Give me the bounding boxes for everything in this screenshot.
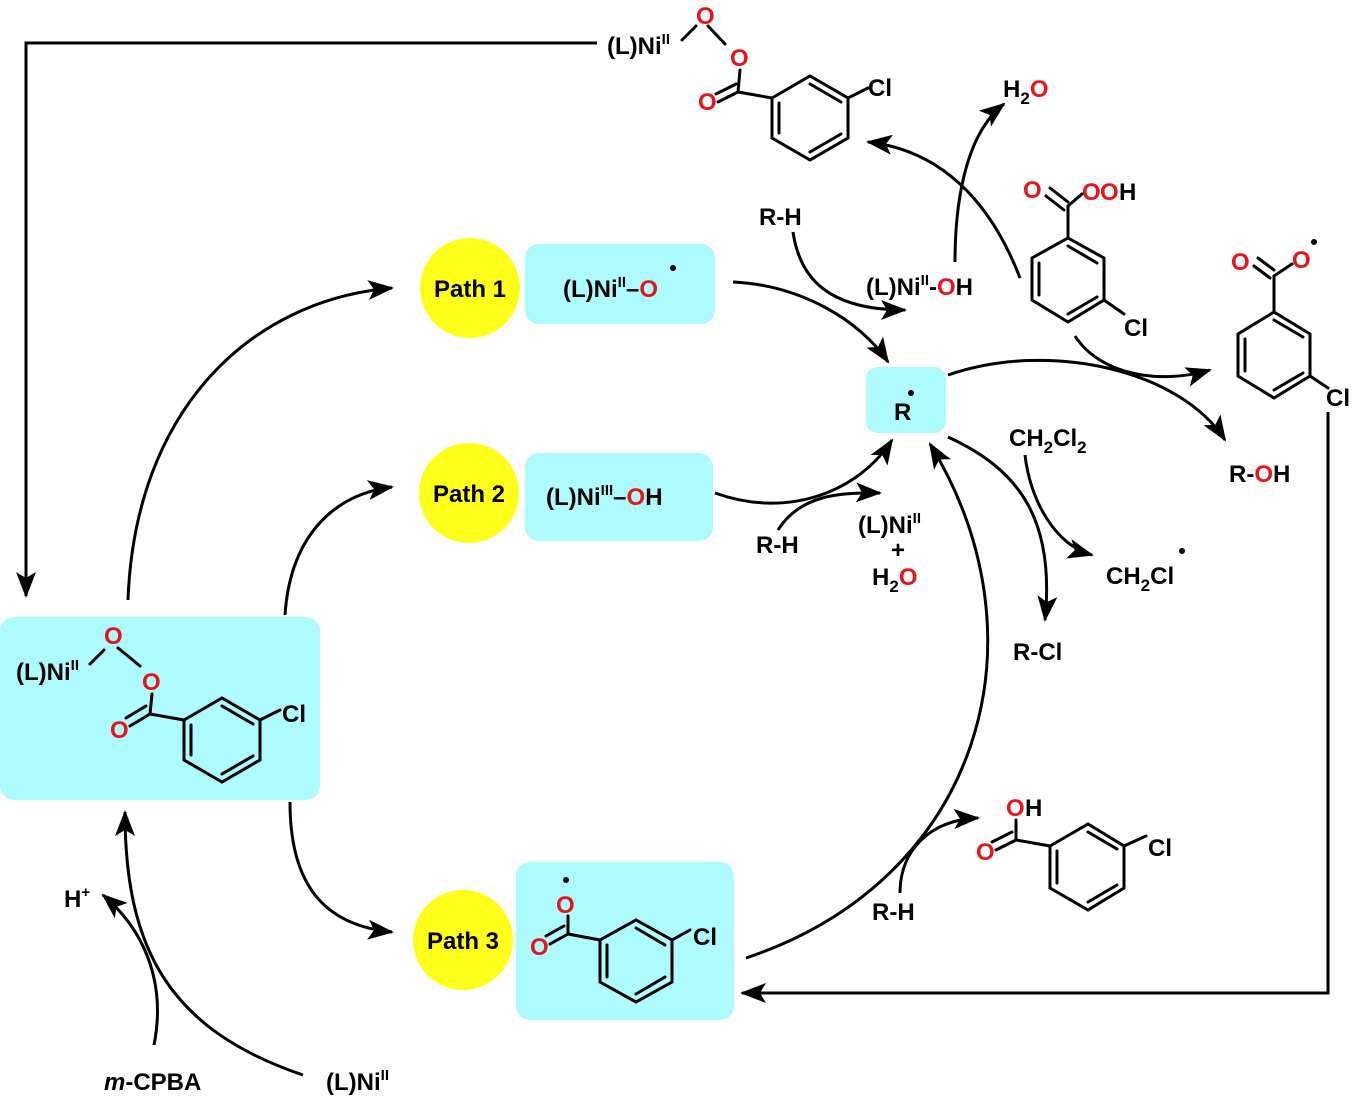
ni-II-product-label: (L)NiII: [858, 510, 921, 539]
proton-label: H+: [64, 884, 90, 913]
box-peroxo-complex: [0, 617, 320, 800]
oxyl-radical-dot: [670, 265, 676, 271]
top-O3-atom: O: [698, 89, 717, 116]
R-radical-dot: [908, 390, 914, 396]
right-oxyl-dot: [1311, 239, 1317, 245]
box-radical-R: [866, 367, 946, 433]
arrow-RH-to-NiOH: [791, 231, 907, 320]
arrow-R-to-RCl: [947, 435, 1058, 622]
chloromethyl-radical-label: CH2Cl: [1106, 563, 1174, 595]
p3-Cl-atom: Cl: [693, 924, 717, 951]
arrow-RH-path2-to-NiII: [776, 482, 882, 531]
box-Cl-atom: Cl: [282, 701, 306, 728]
path2-label: Path 2: [433, 481, 505, 508]
arrow-top-to-box: [16, 41, 597, 598]
ni-II-start-label: (L)NiII: [326, 1067, 389, 1096]
mcpba-OOH-O: O: [1082, 179, 1101, 206]
p3-O2-atom: O: [530, 934, 549, 961]
arrow-aroyloxyl-to-path3: [740, 412, 1330, 1003]
boxed-peroxybenzoate-structure: O O O Cl: [88, 623, 306, 784]
acid-CO-O: O: [976, 839, 995, 866]
acid-Cl-atom: Cl: [1148, 835, 1172, 862]
arrow-to-water: [953, 102, 1006, 263]
path3-label: Path 3: [427, 928, 499, 955]
p3-O1-atom: O: [556, 892, 575, 919]
ROH-label: R-OH: [1229, 461, 1290, 488]
top-Cl-atom: Cl: [868, 75, 892, 102]
box-O3-atom: O: [110, 717, 129, 744]
right-Cl-atom: Cl: [1326, 385, 1350, 412]
arrow-CH2Cl2-to-radical: [1023, 454, 1094, 559]
dichloromethane-label: CH2Cl2: [1009, 425, 1087, 457]
water-top-label: H2O: [1003, 76, 1048, 108]
arrow-NiII-to-box: [115, 810, 304, 1077]
box-path3-species: [516, 862, 734, 1020]
top-peroxo-ni-label: (L)NiII: [607, 31, 670, 60]
mcpba-O-atom: O: [1023, 177, 1042, 204]
aroyloxyl-radical-path3-structure: O O Cl: [530, 877, 717, 1004]
ni-hydroxide-label: (L)NiII-OH: [866, 272, 973, 301]
RCl-label: R-Cl: [1013, 639, 1062, 666]
path1-badge: Path 1: [420, 238, 520, 338]
path1-species-label: (L)NiII–O: [563, 274, 658, 303]
right-O1-atom: O: [1231, 249, 1250, 276]
top-O1-atom: O: [696, 3, 715, 30]
radical-R-label: R: [894, 399, 911, 426]
box-O2-atom: O: [142, 669, 161, 696]
RH-path3-label: R-H: [872, 899, 915, 926]
arrow-path1-to-R: [732, 280, 890, 364]
arrow-mcpba-to-aroyloxyl: [1073, 335, 1212, 387]
arrow-path2-to-R: [714, 438, 894, 505]
path3-badge: Path 3: [413, 890, 513, 990]
path2-species-label: (L)NiIII–OH: [546, 482, 663, 511]
aroyloxyl-radical-right-structure: O O Cl: [1231, 239, 1350, 412]
plus-sign: +: [891, 537, 905, 564]
arrow-path3-to-R: [745, 442, 990, 960]
acid-OH-O: O: [1006, 795, 1025, 822]
path3-oxyl-dot: [563, 877, 569, 883]
mCPBA-structure: O O O H Cl: [1023, 177, 1148, 342]
arrow-box-to-path3: [288, 801, 394, 940]
mcpba-OOH-H: H: [1119, 179, 1136, 206]
right-O2-atom: O: [1292, 247, 1311, 274]
arrow-RH-path3-to-acid: [898, 809, 980, 894]
acid-OH-H: H: [1025, 795, 1042, 822]
RH-path2-label: R-H: [756, 532, 799, 559]
chlorobenzoic-acid-structure: O H O Cl: [976, 795, 1172, 912]
boxed-peroxo-ni-label: (L)NiII: [16, 657, 79, 686]
box-O1-atom: O: [104, 623, 123, 650]
path2-badge: Path 2: [419, 443, 519, 543]
box-path2-species: [525, 453, 713, 541]
RH-top-label: R-H: [759, 204, 802, 231]
arrow-box-to-path2: [283, 480, 394, 616]
mcpba-Cl-atom: Cl: [1124, 315, 1148, 342]
mCPBA-label: m-CPBA: [104, 1069, 201, 1096]
arrow-R-to-ROH: [947, 358, 1227, 442]
water-path2-label: H2O: [872, 564, 917, 596]
arrow-mcpba-to-proton: [101, 893, 159, 1046]
box-path1-species: [525, 244, 715, 324]
arrow-box-to-path1: [126, 280, 394, 601]
mcpba-OOH-O2: O: [1100, 179, 1119, 206]
CH2Cl-radical-dot: [1179, 548, 1185, 554]
arrow-NiOH-to-top-peroxo: [866, 134, 1022, 279]
top-peroxybenzoate-structure: O O O Cl: [680, 3, 892, 162]
path1-label: Path 1: [434, 276, 506, 303]
top-O2-atom: O: [730, 45, 749, 72]
